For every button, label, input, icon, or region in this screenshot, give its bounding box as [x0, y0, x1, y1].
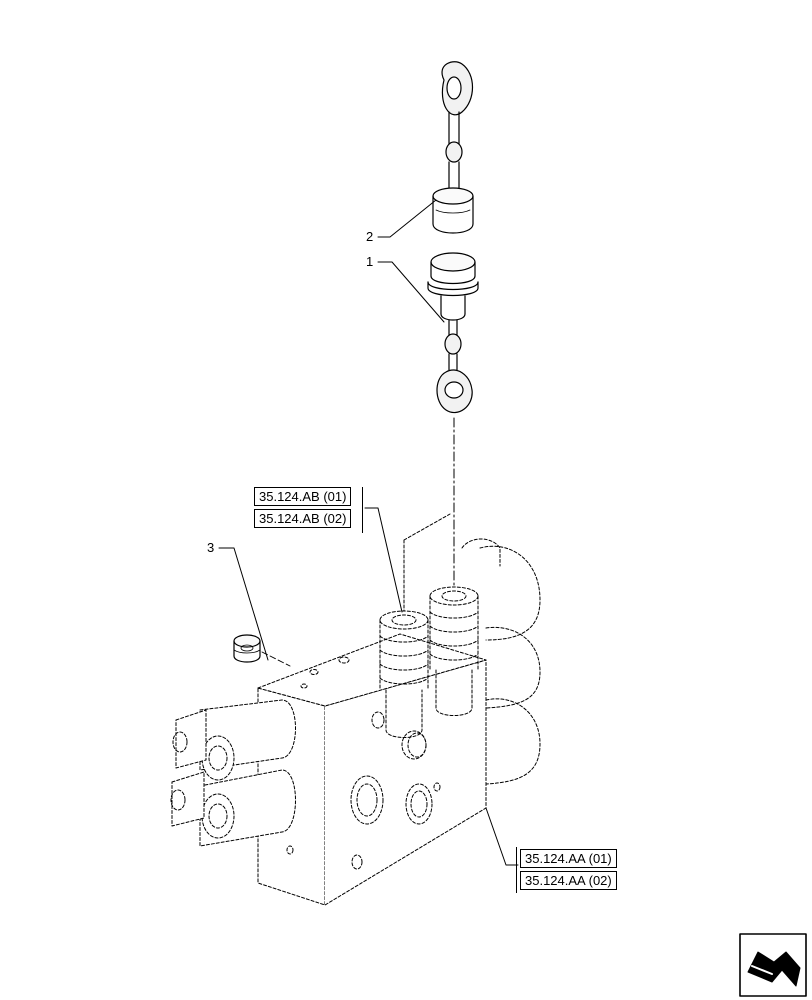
callout-part-2: 2: [366, 229, 374, 244]
dust-cap-part-2: [432, 61, 474, 234]
leader-lines: [218, 199, 519, 866]
reference-link-lower-1[interactable]: 35.124.AA (01): [520, 849, 617, 868]
plug-part-1: [427, 252, 479, 414]
callout-part-1: 1: [366, 254, 374, 269]
quick-couplers: [379, 586, 479, 760]
valve-block: [257, 513, 541, 906]
arrow-navigation-icon[interactable]: [739, 933, 807, 997]
reference-link-upper-2[interactable]: 35.124.AB (02): [254, 509, 352, 528]
reference-link-upper-1[interactable]: 35.124.AB (01): [254, 487, 352, 506]
callout-part-3: 3: [207, 540, 215, 555]
reference-bracket-lower: [516, 847, 517, 893]
plug-part-3: [233, 634, 261, 663]
solenoid-cartridges: [170, 699, 296, 847]
reference-link-lower-2[interactable]: 35.124.AA (02): [520, 871, 617, 890]
reference-bracket-upper: [362, 487, 363, 533]
